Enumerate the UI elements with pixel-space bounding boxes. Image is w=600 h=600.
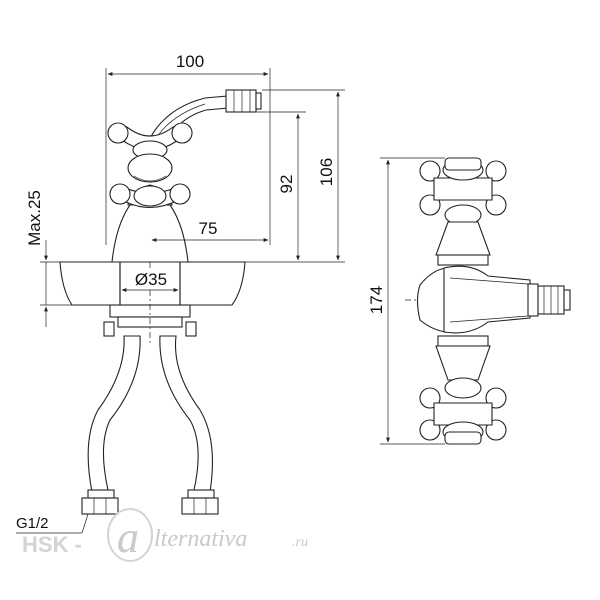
watermark-rest: lternativa <box>154 526 247 552</box>
dimension-label-side-height: 174 <box>367 286 386 314</box>
watermark-tld: .ru <box>292 535 308 550</box>
side-view: 174 <box>367 157 571 445</box>
dimension-deck-max: Max.25 <box>25 190 72 327</box>
dimension-label-height-spout: 92 <box>277 175 296 194</box>
cross-handle-lower <box>109 183 191 209</box>
dimension-label-diameter: Ø35 <box>135 270 167 289</box>
side-cross-handle-top <box>419 157 507 226</box>
front-view: 100 92 106 75 Ø35 <box>16 52 345 534</box>
dimension-label-reach: 75 <box>199 219 218 238</box>
thread-callout: G1/2 <box>16 513 89 534</box>
side-lower-body <box>435 335 491 381</box>
dimension-label-deck-max: Max.25 <box>25 190 44 246</box>
dimension-height-total: 106 <box>262 89 345 261</box>
dimension-diameter: Ø35 <box>121 268 179 292</box>
side-upper-body <box>435 221 491 266</box>
dimension-height-spout: 92 <box>256 111 306 261</box>
dimension-label-height-total: 106 <box>317 158 336 186</box>
deck-section <box>59 261 345 306</box>
cross-handle-upper <box>107 122 193 183</box>
watermark: HSK - a lternativa .ru <box>22 508 308 562</box>
side-cross-handle-bottom <box>419 377 507 445</box>
thread-label: G1/2 <box>16 515 49 532</box>
dimension-side-height: 174 <box>367 157 445 445</box>
watermark-letter-ring <box>107 508 153 562</box>
watermark-letter: a <box>117 513 139 562</box>
dimension-reach: 75 <box>151 219 269 242</box>
side-center-body <box>416 265 571 334</box>
dimension-width: 100 <box>105 52 271 245</box>
watermark-prefix: HSK - <box>22 532 82 557</box>
mounting-nut <box>103 262 197 345</box>
flexible-hoses <box>81 335 219 515</box>
dimension-label-width: 100 <box>176 52 204 71</box>
